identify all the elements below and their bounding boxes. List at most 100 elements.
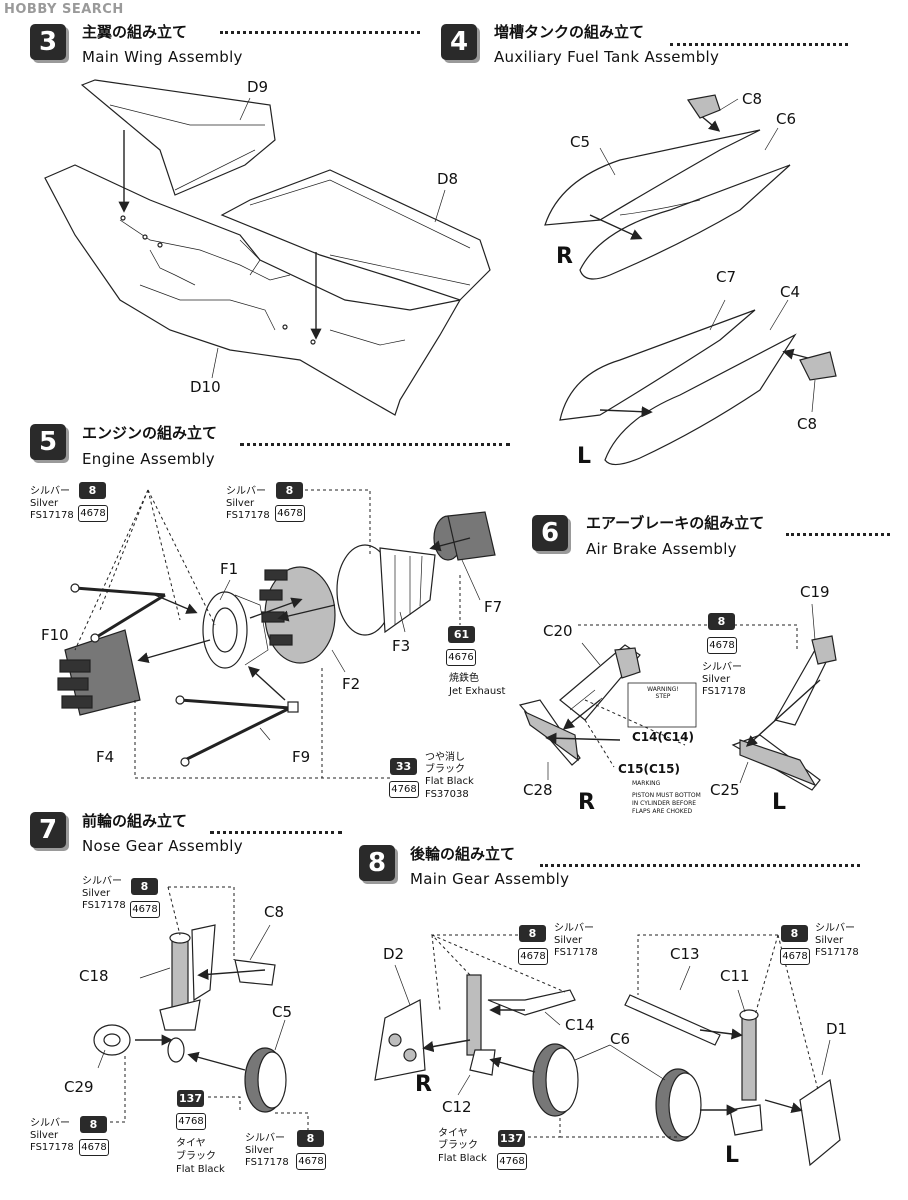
paint-flat-black-num: 33 [390, 758, 417, 775]
part-label-c14-paren: C14(C14) [632, 730, 694, 744]
paint-tire-main-en: Flat Black [438, 1153, 487, 1164]
paint-silver-c29-jp: シルバー [30, 1118, 70, 1129]
paint-silver-c29-code: 4678 [79, 1139, 109, 1156]
paint-silver-c29-num: 8 [80, 1116, 107, 1133]
part-label-f4: F4 [96, 748, 115, 766]
paint-silver-main-r-code: 4678 [780, 948, 810, 965]
paint-silver-wheel-code: 4678 [296, 1153, 326, 1170]
step-6-divider [786, 533, 890, 536]
part-label-c8-top: C8 [742, 90, 763, 108]
step-3-divider [220, 31, 420, 34]
paint-silver-f3-jp: シルバー [226, 486, 266, 497]
step-5-number: 5 [30, 424, 66, 460]
paint-flat-black-en: Flat Black [425, 776, 474, 787]
paint-silver-brake-fs: FS17178 [702, 686, 746, 697]
paint-tire-nose-jp: タイヤ [176, 1138, 206, 1149]
step-7-number: 7 [30, 812, 66, 848]
part-label-c12: C12 [442, 1098, 472, 1116]
paint-jet-exhaust-jp: 焼鉄色 [449, 673, 479, 684]
step-8-title-en: Main Gear Assembly [410, 870, 570, 888]
hobby-search-watermark: HOBBY SEARCH [4, 2, 124, 17]
paint-silver-f10-jp: シルバー [30, 486, 70, 497]
paint-silver-wheel-en: Silver [245, 1145, 274, 1156]
paint-silver-main-l-jp: シルバー [554, 923, 594, 934]
air-brake-drawing [518, 603, 837, 791]
part-label-c8-nose: C8 [264, 903, 285, 921]
paint-silver-nose-top-jp: シルバー [82, 876, 122, 887]
part-label-c11: C11 [720, 967, 750, 985]
step-7-title-en: Nose Gear Assembly [82, 837, 243, 855]
paint-silver-nose-top-num: 8 [131, 878, 158, 895]
part-label-c5-wheel: C5 [272, 1003, 293, 1021]
paint-silver-c29-en: Silver [30, 1130, 59, 1141]
part-label-f9: F9 [292, 748, 311, 766]
paint-silver-f3-code: 4678 [275, 505, 305, 522]
step-6-title-jp: エアーブレーキの組み立て [586, 514, 765, 532]
paint-silver-nose-top-fs: FS17178 [82, 900, 126, 911]
part-label-c29: C29 [64, 1078, 94, 1096]
part-label-c6-wheel: C6 [610, 1030, 631, 1048]
step-4-title-en: Auxiliary Fuel Tank Assembly [494, 48, 720, 66]
side-label-l-brake: L [772, 790, 787, 815]
step-4-divider [670, 43, 848, 46]
paint-tire-main-jp: タイヤ [438, 1128, 468, 1139]
side-label-r-tank: R [556, 244, 573, 269]
part-label-c13: C13 [670, 945, 700, 963]
paint-silver-wheel-fs: FS17178 [245, 1157, 289, 1168]
step-4-title-jp: 増槽タンクの組み立て [494, 23, 645, 41]
paint-tire-nose-num: 137 [177, 1090, 204, 1107]
paint-silver-f10-code: 4678 [78, 505, 108, 522]
paint-silver-c29-fs: FS17178 [30, 1142, 74, 1153]
step-4-number: 4 [441, 24, 477, 60]
part-label-f1: F1 [220, 560, 239, 578]
paint-silver-brake-num: 8 [708, 613, 735, 630]
paint-silver-brake-jp: シルバー [702, 662, 742, 673]
part-label-c25: C25 [710, 781, 740, 799]
paint-tire-nose-code: 4768 [176, 1113, 206, 1130]
nose-gear-drawing [93, 886, 309, 1137]
part-label-c14: C14 [565, 1016, 595, 1034]
paint-tire-nose-jp2: ブラック [176, 1151, 216, 1162]
paint-silver-main-r-jp: シルバー [815, 923, 855, 934]
step-3-title-jp: 主翼の組み立て [82, 23, 188, 41]
part-label-d8: D8 [437, 170, 459, 188]
step-5-divider [240, 443, 510, 446]
paint-silver-main-l-en: Silver [554, 935, 583, 946]
paint-silver-main-l-code: 4678 [518, 948, 548, 965]
part-label-f7: F7 [484, 598, 503, 616]
fuel-tank-left-drawing [559, 309, 837, 466]
step-5-title-jp: エンジンの組み立て [82, 424, 218, 442]
side-label-r-brake: R [578, 790, 595, 815]
step-8-divider [540, 864, 860, 867]
paint-silver-f10-fs: FS17178 [30, 510, 74, 521]
part-label-d1: D1 [826, 1020, 848, 1038]
paint-silver-f3-en: Silver [226, 498, 255, 509]
main-gear-drawing [374, 934, 841, 1167]
decal-marking-text: MARKING [632, 780, 661, 787]
step-7-title-jp: 前輪の組み立て [82, 812, 188, 830]
step-8-title-jp: 後輪の組み立て [410, 845, 516, 863]
step-7-divider [210, 831, 342, 834]
part-label-f3: F3 [392, 637, 411, 655]
side-label-l-gear: L [725, 1143, 740, 1168]
part-label-c28: C28 [523, 781, 553, 799]
paint-flat-black-fs: FS37038 [425, 789, 469, 800]
decal-text-3: FLAPS ARE CHOKED [632, 808, 693, 815]
part-label-c15-paren: C15(C15) [618, 762, 680, 776]
paint-jet-exhaust-code: 4676 [446, 649, 476, 666]
side-label-r-gear: R [415, 1072, 432, 1097]
paint-jet-exhaust-en: Jet Exhaust [449, 686, 506, 697]
paint-silver-wheel-jp: シルバー [245, 1133, 285, 1144]
paint-silver-f10-en: Silver [30, 498, 59, 509]
side-label-l-tank: L [577, 444, 592, 469]
part-label-c6: C6 [776, 110, 797, 128]
paint-silver-nose-top-en: Silver [82, 888, 111, 899]
part-label-c18: C18 [79, 967, 109, 985]
paint-tire-main-num: 137 [498, 1130, 525, 1147]
part-label-f10: F10 [41, 626, 69, 644]
paint-silver-brake-en: Silver [702, 674, 731, 685]
step-8-number: 8 [359, 845, 395, 881]
decal-step-text: STEP [655, 693, 671, 700]
paint-silver-nose-top-code: 4678 [130, 901, 160, 918]
